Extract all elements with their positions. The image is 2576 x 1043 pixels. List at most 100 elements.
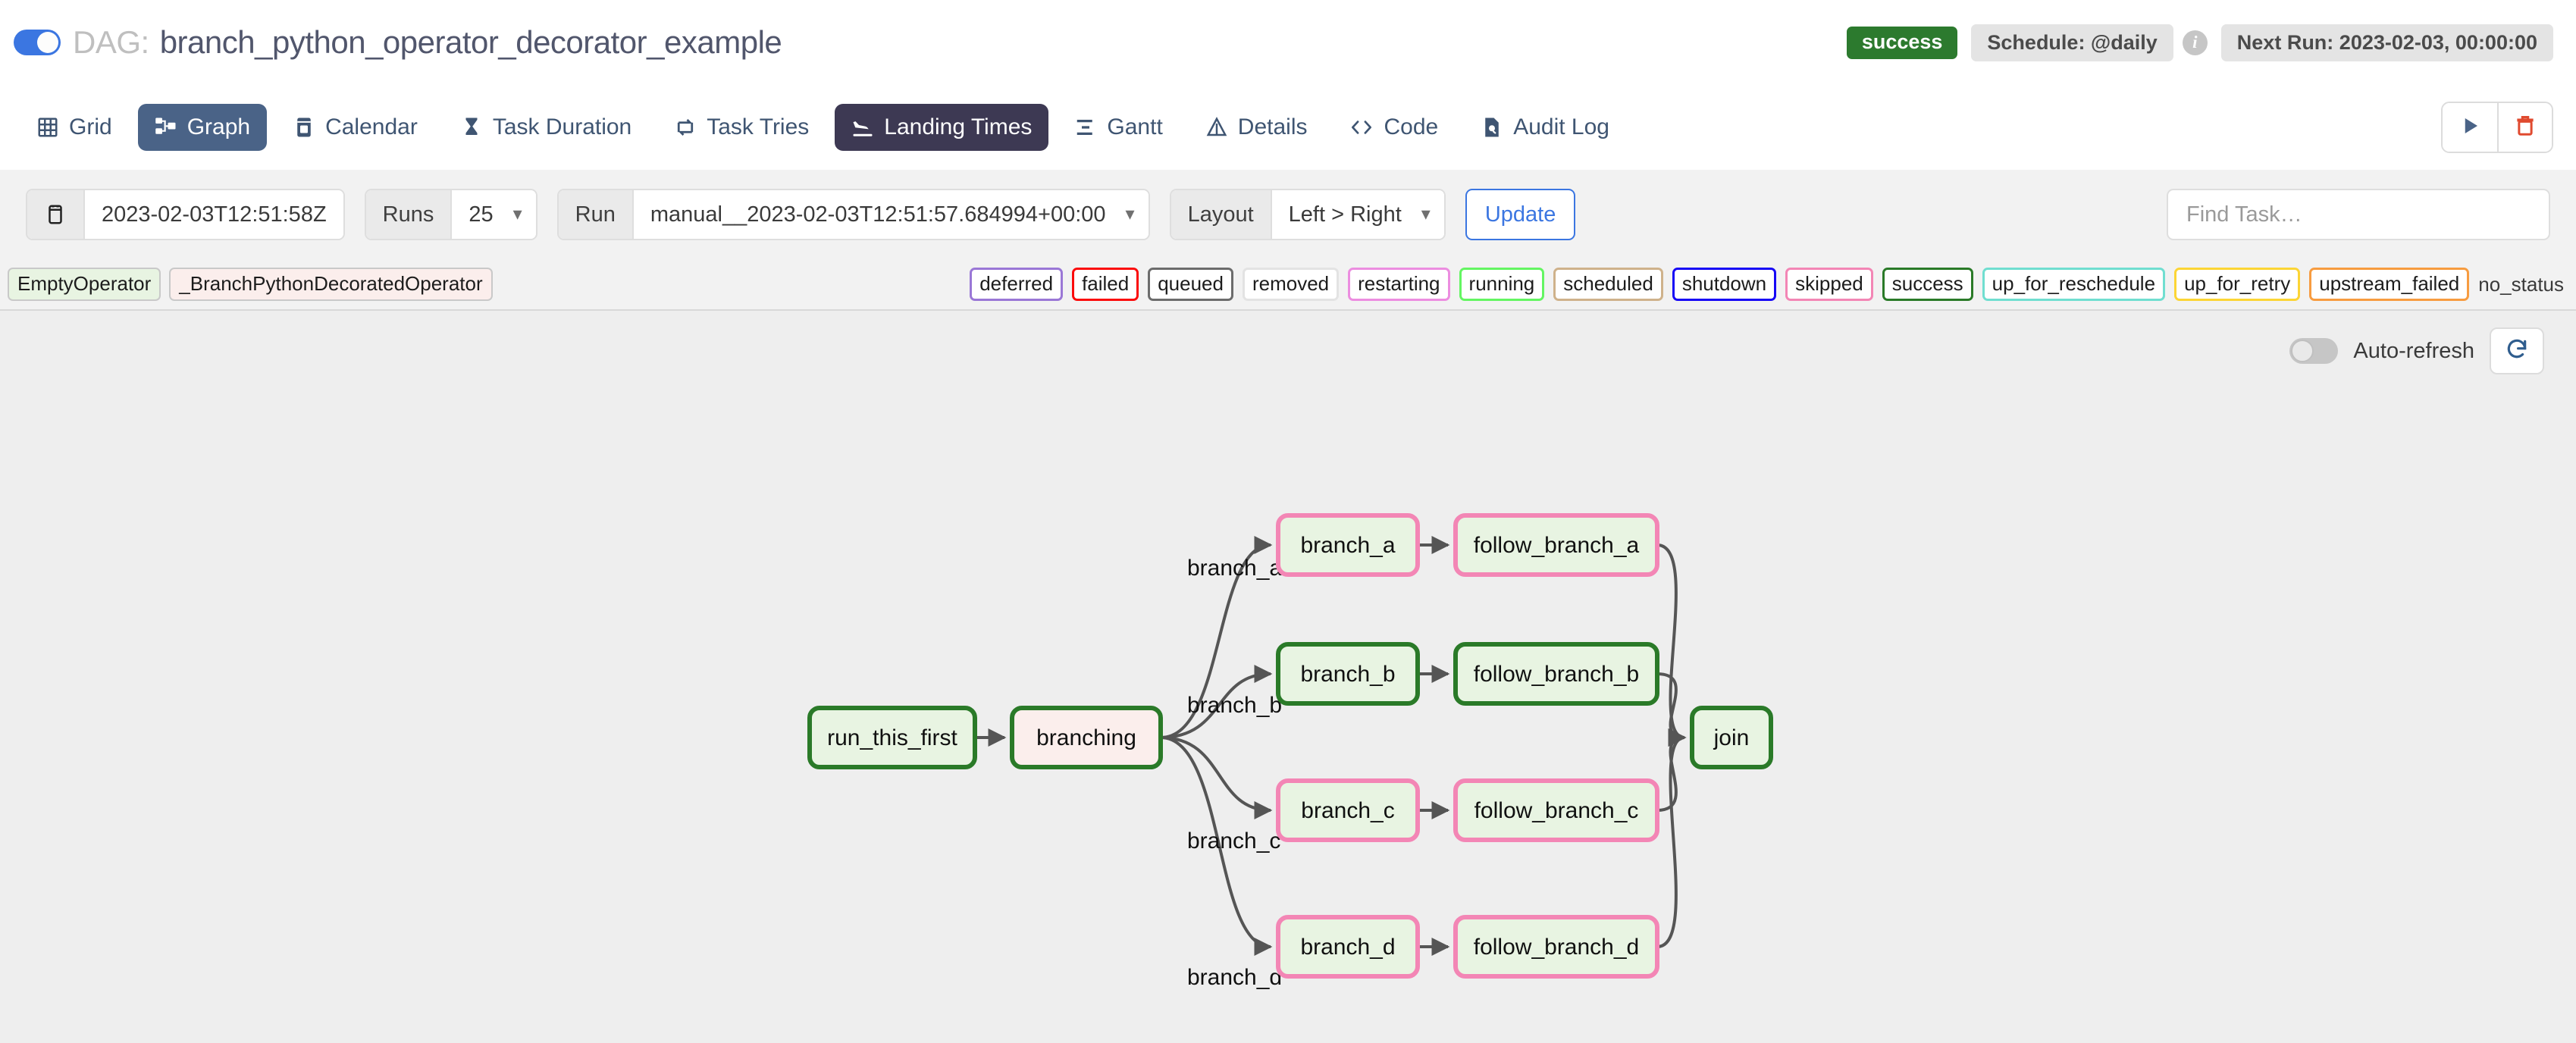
graph-node[interactable]: follow_branch_b: [1453, 642, 1659, 706]
tab-grid[interactable]: Grid: [20, 104, 129, 151]
status-legend-badge[interactable]: up_for_reschedule: [1982, 268, 2166, 301]
graph-edge: [1160, 736, 1273, 819]
graph-node-label: follow_branch_b: [1474, 662, 1639, 687]
tab-graph-label: Graph: [186, 114, 251, 139]
schedule-pill: Schedule: @daily: [1971, 23, 2173, 61]
graph-edge-label: branch_a: [1187, 556, 1282, 581]
tab-grid-label: Grid: [69, 114, 112, 139]
status-legend-badge[interactable]: up_for_retry: [2174, 268, 2301, 301]
calendar-icon: [293, 116, 315, 139]
dag-tab-bar: Grid Graph: [0, 85, 2576, 170]
calendar-picker-icon[interactable]: [27, 190, 85, 239]
graph-node[interactable]: branch_b: [1276, 642, 1420, 706]
status-legend-badge[interactable]: removed: [1242, 268, 1340, 301]
graph-node[interactable]: follow_branch_c: [1453, 778, 1659, 842]
layout-select-value: Left > Right: [1288, 202, 1402, 227]
tab-task-duration[interactable]: Task Duration: [443, 104, 648, 151]
tab-audit-log[interactable]: Audit Log: [1464, 104, 1626, 151]
tab-calendar-label: Calendar: [325, 114, 418, 139]
next-run-pill: Next Run: 2023-02-03, 00:00:00: [2220, 23, 2553, 61]
runs-label: Runs: [365, 190, 453, 239]
graph-node[interactable]: follow_branch_a: [1453, 513, 1659, 577]
status-legend-badge[interactable]: success: [1882, 268, 1973, 301]
trigger-dag-button[interactable]: [2443, 103, 2497, 152]
run-select[interactable]: manual__2023-02-03T12:51:57.684994+00:00…: [633, 190, 1149, 239]
graph-node[interactable]: branching: [1010, 706, 1163, 769]
status-badge: success: [1846, 26, 1958, 59]
legend-no-status: no_status: [2478, 272, 2564, 296]
graph-edge: [1656, 728, 1687, 948]
status-legend-badge[interactable]: scheduled: [1553, 268, 1663, 301]
graph-node-rect: [1453, 915, 1659, 979]
status-legend-badge[interactable]: upstream_failed: [2309, 268, 2470, 301]
tab-details[interactable]: Details: [1189, 104, 1324, 151]
tab-task-tries[interactable]: Task Tries: [657, 104, 826, 151]
runs-select[interactable]: 25 ▾: [452, 190, 536, 239]
graph-node-label: follow_branch_a: [1474, 533, 1640, 558]
tab-landing-times[interactable]: Landing Times: [835, 104, 1049, 151]
graph-edge-label: branch_d: [1187, 965, 1282, 990]
status-legend-badge[interactable]: skipped: [1785, 268, 1873, 301]
graph-edge: [1160, 536, 1273, 739]
execution-date-input[interactable]: 2023-02-03T12:51:58Z: [85, 190, 343, 239]
operator-legend-tag[interactable]: EmptyOperator: [8, 268, 161, 301]
runs-select-value: 25: [469, 202, 494, 227]
graph-node-label: join: [1713, 725, 1750, 750]
status-legend-badge[interactable]: running: [1459, 268, 1545, 301]
graph-edge-label: branch_c: [1187, 828, 1280, 854]
chevron-down-icon: ▾: [1125, 204, 1135, 224]
graph-refresh-controls: Auto-refresh: [2289, 327, 2544, 374]
execution-date-group: 2023-02-03T12:51:58Z: [26, 189, 345, 240]
layout-select[interactable]: Left > Right ▾: [1271, 190, 1444, 239]
find-task-input[interactable]: Find Task…: [2167, 189, 2550, 240]
status-legend-badge[interactable]: restarting: [1348, 268, 1450, 301]
graph-node[interactable]: follow_branch_d: [1453, 915, 1659, 979]
graph-node[interactable]: branch_d: [1276, 915, 1420, 979]
tab-calendar[interactable]: Calendar: [276, 104, 434, 151]
run-group: Run manual__2023-02-03T12:51:57.684994+0…: [556, 189, 1150, 240]
status-legend-badge[interactable]: queued: [1148, 268, 1233, 301]
graph-node[interactable]: branch_c: [1276, 778, 1420, 842]
info-icon[interactable]: i: [2182, 30, 2208, 55]
chevron-down-icon: ▾: [1421, 204, 1431, 224]
tab-code[interactable]: Code: [1333, 104, 1455, 151]
graph-svg: branch_a branch_b branch_c branch_d run_thi…: [807, 513, 1773, 990]
graph-node-rect: [1453, 513, 1659, 577]
graph-edges: [974, 536, 1687, 956]
graph-node[interactable]: join: [1690, 706, 1773, 769]
tab-graph[interactable]: Graph: [137, 104, 268, 151]
retry-icon: [674, 116, 697, 139]
graph-node[interactable]: branch_a: [1276, 513, 1420, 577]
graph-edge: [1656, 543, 1687, 747]
status-legend-badge[interactable]: failed: [1072, 268, 1139, 301]
status-legend-badge[interactable]: deferred: [970, 268, 1064, 301]
graph-controls-bar: 2023-02-03T12:51:58Z Runs 25 ▾ Run manua…: [0, 170, 2576, 259]
tab-task-tries-label: Task Tries: [707, 114, 810, 139]
gantt-icon: [1074, 116, 1097, 139]
auto-refresh-toggle[interactable]: [2289, 338, 2339, 364]
header-status-group: success Schedule: @daily i Next Run: 202…: [1846, 23, 2553, 61]
legend-bar: EmptyOperator_BranchPythonDecoratedOpera…: [0, 259, 2576, 309]
tab-gantt-label: Gantt: [1107, 114, 1163, 139]
update-button[interactable]: Update: [1465, 189, 1576, 240]
dag-paused-toggle[interactable]: [14, 30, 61, 55]
graph-node-rect: [1276, 642, 1420, 706]
refresh-button[interactable]: [2490, 327, 2544, 374]
graph-node-rect: [1276, 915, 1420, 979]
dag-action-button-group: [2441, 102, 2553, 153]
tab-gantt[interactable]: Gantt: [1058, 104, 1179, 151]
graph-node[interactable]: run_this_first: [807, 706, 977, 769]
status-legend-badge[interactable]: shutdown: [1672, 268, 1777, 301]
graph-edge: [1160, 736, 1273, 956]
page-header: DAG: branch_python_operator_decorator_ex…: [0, 0, 2576, 85]
toggle-knob: [37, 32, 58, 53]
tab-task-duration-label: Task Duration: [492, 114, 632, 139]
delete-dag-button[interactable]: [2497, 103, 2552, 152]
operator-legend-tag[interactable]: _BranchPythonDecoratedOperator: [169, 268, 493, 301]
graph-edge: [1160, 665, 1273, 739]
graph-nodes: run_this_first branching branch_a follow_br…: [807, 513, 1773, 979]
graph-node-label: branch_a: [1300, 533, 1395, 558]
